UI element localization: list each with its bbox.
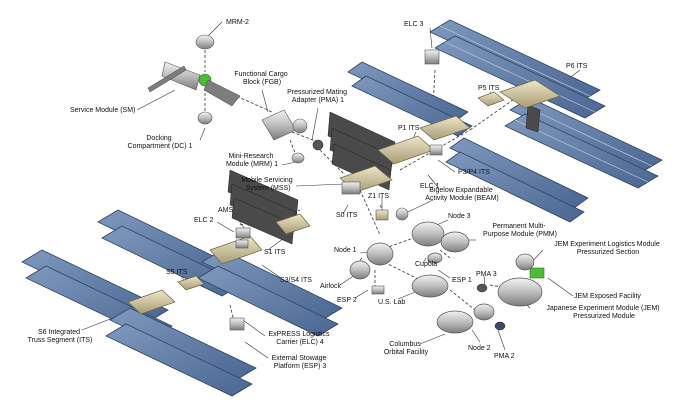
label-esp3: External Stowage Platform (ESP) 3 bbox=[272, 355, 329, 370]
label-fgb-line2: Block (FGB) bbox=[243, 79, 281, 86]
label-beam-line2: Activity Module (BEAM) bbox=[425, 195, 499, 202]
label-mss: Mobile Servicing System (MSS) bbox=[241, 177, 294, 192]
label-mss-line1: Mobile Servicing bbox=[241, 177, 292, 184]
p4-solar-arrays bbox=[347, 61, 589, 223]
label-us-lab: U.S. Lab bbox=[378, 299, 405, 306]
label-pma3: PMA 3 bbox=[476, 271, 497, 278]
label-elc4-line2: Carrier (ELC) 4 bbox=[276, 339, 324, 346]
label-s1: S1 ITS bbox=[264, 249, 286, 256]
label-docking-line1: Docking bbox=[146, 135, 171, 142]
label-esp3-line1: External Stowage bbox=[272, 355, 327, 362]
label-pmm-line1: Permanent Multi- bbox=[492, 223, 546, 230]
label-p1: P1 ITS bbox=[398, 125, 420, 132]
label-mrm1: Mini-Research Module (MRM) 1 bbox=[226, 153, 278, 168]
label-columbus-line2: Orbital Facility bbox=[384, 349, 429, 356]
label-fgb-line1: Functional Cargo bbox=[234, 71, 287, 78]
s4-solar-arrays bbox=[97, 209, 343, 337]
label-s0: S0 ITS bbox=[336, 212, 358, 219]
label-node3: Node 3 bbox=[448, 213, 471, 220]
label-s5: S5 ITS bbox=[166, 269, 188, 276]
label-jem-pm-line2: Pressurized Module bbox=[573, 313, 635, 320]
label-elc1: ELC 1 bbox=[420, 183, 440, 190]
label-jem-elm-line2: Pressurized Section bbox=[577, 249, 639, 256]
label-beam: Bigelow Expandable Activity Module (BEAM… bbox=[425, 187, 499, 202]
label-pma1: Pressurized Mating Adapter (PMA) 1 bbox=[287, 89, 349, 104]
label-service-module: Service Module (SM) bbox=[70, 107, 135, 114]
label-esp3-line2: Platform (ESP) 3 bbox=[274, 363, 327, 370]
label-node1: Node 1 bbox=[334, 247, 357, 254]
label-s6-line1: S6 Integrated bbox=[38, 329, 80, 336]
label-mrm2: MRM-2 bbox=[226, 19, 249, 26]
label-s3s4: S3/S4 ITS bbox=[280, 277, 312, 284]
label-p3p4: P3/P4 ITS bbox=[458, 169, 490, 176]
label-jem-pm-line1: Japanese Experiment Module (JEM) bbox=[546, 305, 659, 312]
trusses bbox=[127, 79, 561, 315]
radiators bbox=[227, 104, 541, 245]
label-pmm-line2: Purpose Module (PMM) bbox=[483, 231, 557, 238]
label-elc3: ELC 3 bbox=[404, 21, 424, 28]
label-mss-line2: System (MSS) bbox=[245, 185, 290, 192]
label-columbus-line1: Columbus bbox=[389, 341, 421, 348]
label-s6-line2: Truss Segment (ITS) bbox=[28, 337, 93, 344]
label-s6: S6 Integrated Truss Segment (ITS) bbox=[28, 329, 93, 344]
label-ams: AMS bbox=[218, 207, 234, 214]
label-cupola: Cupola bbox=[415, 261, 437, 268]
russian-segment bbox=[147, 34, 324, 164]
label-jem-pm: Japanese Experiment Module (JEM) Pressur… bbox=[546, 305, 661, 320]
label-mrm1-line1: Mini-Research bbox=[228, 153, 273, 160]
label-fgb: Functional Cargo Block (FGB) bbox=[234, 71, 289, 86]
label-columbus: Columbus Orbital Facility bbox=[384, 341, 429, 356]
label-pma2: PMA 2 bbox=[494, 353, 515, 360]
label-beam-line1: Bigelow Expandable bbox=[429, 187, 493, 194]
label-node2: Node 2 bbox=[468, 345, 491, 352]
label-docking-compartment: Docking Compartment (DC) 1 bbox=[128, 135, 193, 150]
label-p6: P6 ITS bbox=[566, 63, 588, 70]
label-p5: P5 ITS bbox=[478, 85, 500, 92]
label-pma1-line1: Pressurized Mating bbox=[287, 89, 347, 96]
label-esp1: ESP 1 bbox=[452, 277, 472, 284]
label-z1: Z1 ITS bbox=[368, 193, 389, 200]
label-jem-ef: JEM Exposed Facility bbox=[574, 293, 641, 300]
label-airlock: Airlock bbox=[320, 283, 342, 290]
labels: MRM-2 Service Module (SM) Docking Compar… bbox=[28, 19, 661, 370]
label-docking-line2: Compartment (DC) 1 bbox=[128, 143, 193, 150]
label-pma1-line2: Adapter (PMA) 1 bbox=[292, 97, 344, 104]
label-jem-elm: JEM Experiment Logistics Module Pressuri… bbox=[554, 241, 661, 256]
label-elc2: ELC 2 bbox=[194, 217, 214, 224]
pressurized-modules bbox=[349, 221, 543, 334]
small-components bbox=[229, 49, 545, 331]
label-elc4-line1: ExPRESS Logistics bbox=[268, 331, 330, 338]
label-esp2: ESP 2 bbox=[337, 297, 357, 304]
label-elc4: ExPRESS Logistics Carrier (ELC) 4 bbox=[268, 331, 331, 346]
label-mrm1-line2: Module (MRM) 1 bbox=[226, 161, 278, 168]
label-jem-elm-line1: JEM Experiment Logistics Module bbox=[554, 241, 660, 248]
label-pmm: Permanent Multi- Purpose Module (PMM) bbox=[483, 223, 557, 238]
